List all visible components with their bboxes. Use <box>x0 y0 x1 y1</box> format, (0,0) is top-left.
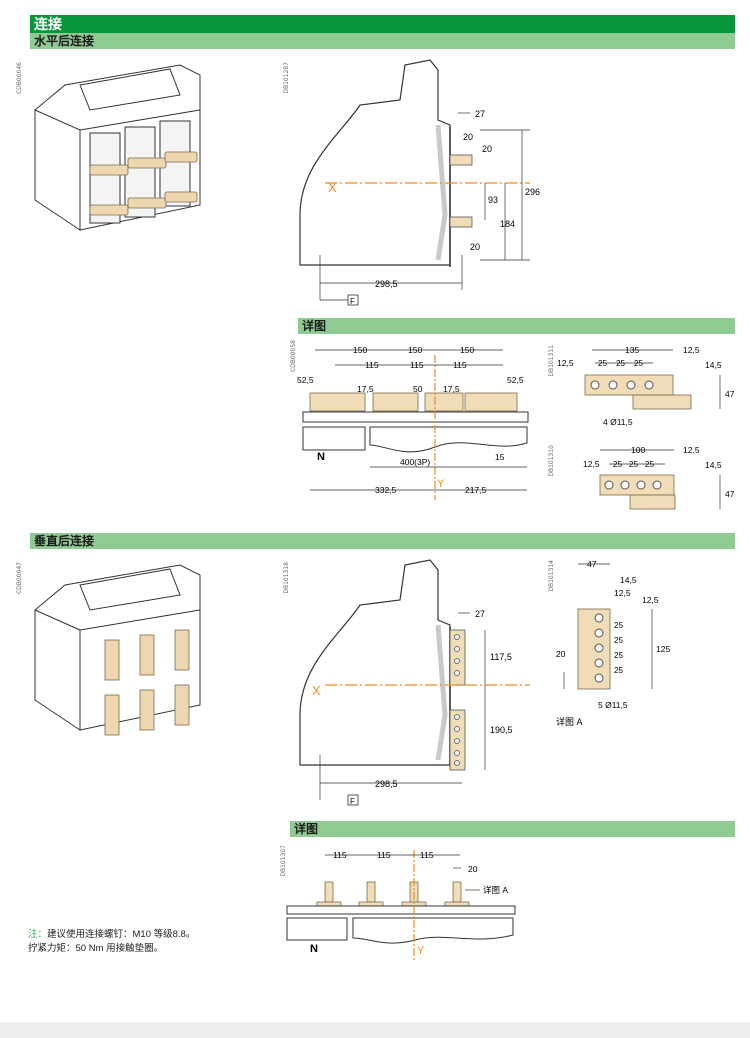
axis-label-x: X <box>312 683 321 698</box>
axis-label-y: Y <box>417 945 425 957</box>
holes-label: 4 Ø11,5 <box>603 417 633 427</box>
dim-25: 25 <box>645 460 654 469</box>
drawing-code: DB101310 <box>548 445 555 477</box>
dim-115: 115 <box>420 850 434 860</box>
detail-a-caption: 详图 A <box>556 716 583 727</box>
dim-25: 25 <box>613 460 622 469</box>
installation-note: 注：建议使用连接螺钉：M10 等级8.8。 拧紧力矩：50 Nm 用接触垫圈。 <box>28 928 195 956</box>
dim-150: 150 <box>353 345 367 355</box>
detail-title: 详图 <box>298 318 735 334</box>
dim-12-5: 12,5 <box>642 595 659 605</box>
dim-400-3p: 400(3P) <box>400 457 430 467</box>
dim-115: 115 <box>453 360 467 370</box>
dim-296: 296 <box>525 187 540 197</box>
dim-25: 25 <box>629 460 638 469</box>
pad-vertical-detail: 47 14,5 12,5 12,5 25 25 25 25 125 20 5 Ø… <box>556 559 670 727</box>
dim-135: 135 <box>625 345 639 355</box>
holes-label: 5 Ø11,5 <box>598 700 628 710</box>
front-label: F <box>350 297 355 306</box>
note-label: 注： <box>28 929 48 940</box>
breaker-isometric-horizontal <box>34 64 201 231</box>
dim-298-5: 298,5 <box>375 779 398 789</box>
dim-15: 15 <box>495 452 505 462</box>
dim-12-5: 12,5 <box>583 459 600 469</box>
dim-25: 25 <box>614 621 623 630</box>
side-view-horizontal: X F 27 20 20 93 184 296 20 298,5 <box>299 59 540 306</box>
dim-25: 25 <box>634 359 643 368</box>
detail-front-horizontal: N Y 150 150 150 115 115 115 52,5 52,5 17… <box>297 345 529 500</box>
side-view-vertical: X F 27 117,5 190,5 298,5 <box>299 559 530 806</box>
dim-50: 50 <box>413 384 423 394</box>
neutral-label: N <box>310 943 318 955</box>
axis-label-x: X <box>328 180 337 195</box>
dim-20: 20 <box>463 132 473 142</box>
dim-47: 47 <box>725 489 735 499</box>
dim-47: 47 <box>587 559 597 569</box>
dim-115: 115 <box>365 360 379 370</box>
dim-12-5: 12,5 <box>683 345 700 355</box>
dim-20: 20 <box>468 864 478 874</box>
dim-25: 25 <box>614 636 623 645</box>
page-title: 连接 <box>30 15 735 33</box>
note-line-2: 拧紧力矩：50 Nm 用接触垫圈。 <box>28 943 164 954</box>
dim-17-5: 17,5 <box>443 384 460 394</box>
pad-100-detail: 100 12,5 25 25 25 12,5 14,5 47 <box>583 445 735 510</box>
dim-52-5: 52,5 <box>297 375 314 385</box>
dim-150: 150 <box>460 345 474 355</box>
dim-47: 47 <box>725 389 735 399</box>
detail-a-callout: 详图 A <box>483 885 508 895</box>
dim-14-5: 14,5 <box>620 575 637 585</box>
dim-25: 25 <box>598 359 607 368</box>
dim-20: 20 <box>470 242 480 252</box>
dim-100: 100 <box>631 445 645 455</box>
detail-title: 详图 <box>290 821 735 837</box>
drawing-code: DB101287 <box>283 62 290 94</box>
dim-52-5: 52,5 <box>507 375 524 385</box>
section-title-horizontal: 水平后连接 <box>30 33 735 49</box>
dim-12-5: 12,5 <box>557 358 574 368</box>
drawing-code: DB101311 <box>548 345 555 377</box>
dim-12-5: 12,5 <box>614 588 631 598</box>
dim-115: 115 <box>377 850 391 860</box>
breaker-isometric-vertical <box>34 564 201 736</box>
dim-27: 27 <box>475 609 485 619</box>
dim-14-5: 14,5 <box>705 460 722 470</box>
note-line-1: 建议使用连接螺钉：M10 等级8.8。 <box>47 929 196 940</box>
dim-14-5: 14,5 <box>705 360 722 370</box>
axis-label-y: Y <box>437 478 445 490</box>
dim-298-5: 298,5 <box>375 279 398 289</box>
dim-184: 184 <box>500 219 515 229</box>
detail-front-vertical: 115 115 115 20 详图 A N Y <box>286 850 516 960</box>
section-title-vertical: 垂直后连接 <box>30 533 735 549</box>
dim-25: 25 <box>614 666 623 675</box>
dim-12-5: 12,5 <box>683 445 700 455</box>
dim-115: 115 <box>333 850 347 860</box>
neutral-label: N <box>317 451 325 463</box>
dim-25: 25 <box>614 651 623 660</box>
footer-band <box>0 1022 750 1038</box>
dim-217-5: 217,5 <box>465 485 487 495</box>
dim-150: 150 <box>408 345 422 355</box>
dim-27: 27 <box>475 109 485 119</box>
dim-190-5: 190,5 <box>490 725 513 735</box>
dim-93: 93 <box>488 195 498 205</box>
dim-25: 25 <box>616 359 625 368</box>
dim-117-5: 117,5 <box>490 652 512 662</box>
dim-17-5: 17,5 <box>357 384 374 394</box>
dim-125: 125 <box>656 644 670 654</box>
dim-332-5: 332,5 <box>375 485 397 495</box>
dim-20: 20 <box>556 649 566 659</box>
dim-20: 20 <box>482 144 492 154</box>
dim-115: 115 <box>410 360 424 370</box>
drawing-code: DB101318 <box>283 562 290 594</box>
pad-135-detail: 135 12,5 25 25 25 12,5 14,5 47 4 Ø11,5 <box>557 345 735 427</box>
front-label: F <box>350 797 355 806</box>
